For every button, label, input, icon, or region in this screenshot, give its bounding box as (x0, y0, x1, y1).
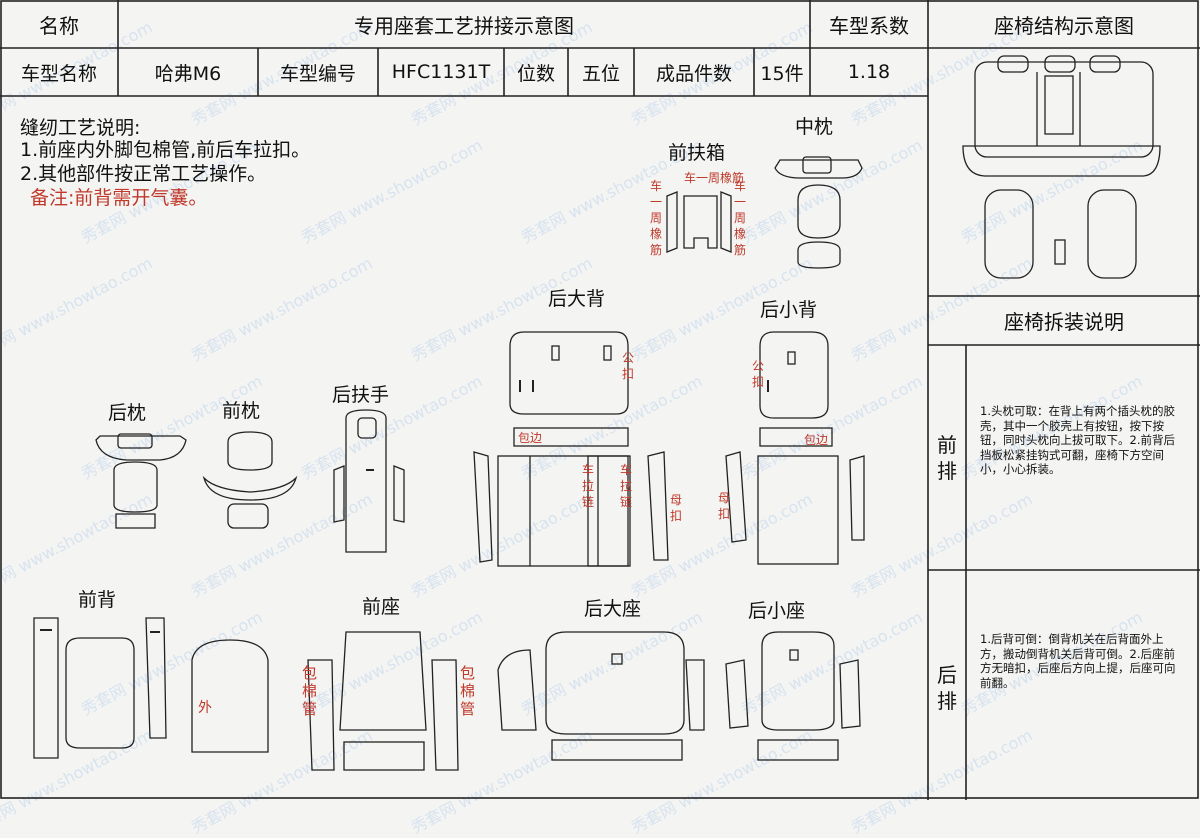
disassembly-title: 座椅拆装说明 (1004, 310, 1124, 334)
front-back-pieces (33, 617, 269, 759)
note-elastic-right: 车一周橡筋 (734, 179, 747, 257)
model-code-label: 车型编号 (279, 62, 356, 85)
label-rear-big-back: 后大背 (548, 288, 606, 310)
note-zipper-right: 车拉链 (620, 463, 633, 509)
coefficient-label: 车型系数 (829, 13, 909, 38)
label-front-back: 前背 (78, 589, 117, 611)
note-female-snap-right: 母扣 (718, 491, 731, 521)
note-zipper-left: 车拉链 (582, 463, 595, 509)
label-front-armrest: 前扶箱 (668, 142, 726, 164)
sheet-title: 专用座套工艺拼接示意图 (354, 13, 574, 38)
notes-heading: 缝纫工艺说明: (20, 117, 141, 139)
pattern-drawing (0, 0, 1200, 800)
seat-structure-sketch (962, 55, 1161, 279)
label-rear-small-back: 后小背 (760, 299, 818, 321)
middle-pillow-pieces (774, 156, 863, 269)
rear-small-seat-pieces (725, 631, 861, 761)
model-name-label: 车型名称 (20, 62, 97, 85)
label-front-pillow: 前枕 (222, 400, 261, 422)
front-pillow-pieces (202, 431, 298, 529)
label-middle-pillow: 中枕 (795, 116, 834, 138)
rear-big-seat-pieces (497, 631, 705, 761)
label-rear-pillow: 后枕 (108, 402, 147, 424)
rear-big-back-pieces (473, 331, 669, 567)
note-female-snap-left: 母扣 (670, 493, 683, 523)
note-binding-1: 包边 (518, 431, 543, 445)
notes-line-2: 2.其他部件按正常工艺操作。 (20, 163, 267, 185)
note-male-snap-2: 公扣 (752, 359, 765, 389)
seats-value: 五位 (581, 62, 620, 85)
coefficient-value: 1.18 (847, 61, 891, 83)
note-outer: 外 (198, 700, 212, 716)
label-front-seat: 前座 (362, 596, 401, 618)
note-foam-tube-left: 包棉管 (302, 664, 318, 718)
pieces-value: 15件 (760, 62, 804, 85)
model-name-value: 哈弗M6 (154, 62, 222, 85)
front-seat-pieces (307, 631, 459, 771)
rear-armrest-pieces (333, 409, 405, 553)
name-label: 名称 (39, 13, 79, 38)
front-row-instructions: 1.头枕可取：在背上有两个插头枕的胶壳，其中一个胶壳上有按钮，按下按钮，同时头枕… (980, 404, 1175, 476)
note-binding-2: 包边 (804, 433, 829, 447)
front-row-label: 前排 (937, 433, 957, 483)
outer-frame (0, 0, 1199, 799)
structure-title: 座椅结构示意图 (994, 13, 1134, 38)
note-foam-tube-right: 包棉管 (460, 664, 476, 718)
rear-pillow-pieces (95, 433, 187, 529)
rear-small-back-pieces (725, 331, 865, 565)
seats-label: 位数 (516, 62, 555, 85)
rear-row-label: 后排 (937, 663, 957, 713)
label-rear-armrest: 后扶手 (332, 384, 390, 406)
note-male-snap-1: 公扣 (622, 351, 635, 381)
label-rear-small-seat: 后小座 (748, 600, 806, 622)
rear-row-instructions: 1.后背可倒：倒背机关在后背面外上方，搬动倒背机关后背可倒。2.后座前方无暗扣，… (980, 632, 1176, 690)
model-code-value: HFC1131T (391, 61, 491, 83)
note-elastic-edge: 车一周橡筋 (684, 171, 745, 185)
front-armrest-pieces (666, 191, 732, 253)
notes-remark: 备注:前背需开气囊。 (30, 187, 208, 209)
pieces-label: 成品件数 (655, 62, 732, 85)
notes-line-1: 1.前座内外脚包棉管,前后车拉扣。 (20, 139, 311, 161)
note-elastic-left: 车一周橡筋 (650, 179, 663, 257)
label-rear-big-seat: 后大座 (584, 598, 642, 620)
